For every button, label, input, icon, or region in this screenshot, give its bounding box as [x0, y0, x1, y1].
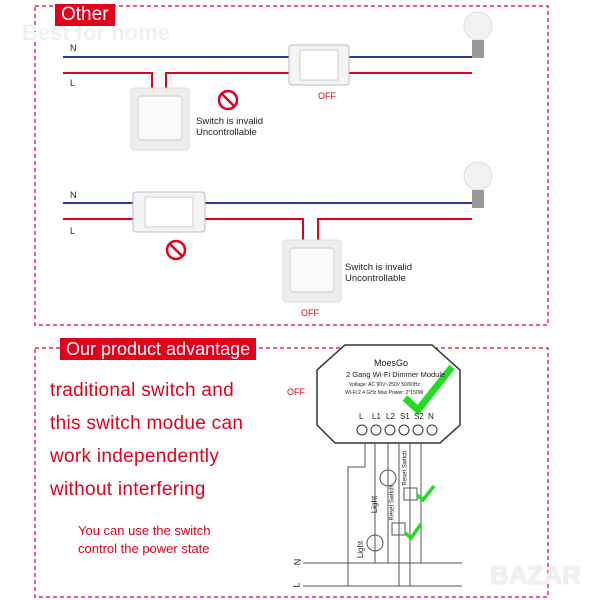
prohibited-icon	[217, 89, 239, 111]
off-label: OFF	[301, 308, 319, 318]
note-line: Switch is invalid	[196, 116, 264, 127]
prohibited-icon	[165, 239, 187, 261]
top-section-border	[34, 5, 549, 326]
advantage-line: without interfering	[50, 479, 206, 500]
advantage-line: this switch modue can	[50, 413, 244, 434]
neutral-label: N	[70, 190, 77, 200]
note-line: Uncontrollable	[196, 127, 257, 138]
light-label: Light	[356, 540, 366, 559]
live-wire	[63, 72, 153, 90]
live-label: L	[70, 226, 76, 236]
terminal-label: L	[359, 412, 364, 421]
watermark-logo: BAZAR	[490, 560, 581, 590]
dimmer-module	[316, 344, 461, 444]
check-icon	[403, 522, 423, 541]
advantage-line: work independently	[50, 446, 220, 467]
sub-line: You can use the switch	[78, 523, 211, 538]
note-line: Switch is invalid	[345, 262, 413, 273]
section-label-advantage: Our product advantage	[60, 338, 257, 360]
terminal-label: S1	[400, 412, 410, 421]
reset-switch-label: Reset Switch	[389, 485, 396, 521]
bottom-section-border	[34, 347, 549, 598]
module-brand: MoesGo	[374, 358, 409, 368]
terminal-label: L2	[386, 412, 395, 421]
terminal-label: N	[428, 412, 434, 421]
check-icon	[415, 484, 436, 503]
neutral-label: N	[70, 43, 77, 53]
module-name: 2 Gang Wi-Fi Dimmer Module	[346, 370, 446, 379]
bulb-icon	[463, 11, 493, 58]
module-spec: Voltage: AC 90V~250V 50/60Hz	[349, 382, 421, 388]
bulb-icon	[463, 161, 493, 208]
live-label: L	[70, 78, 76, 88]
reset-switch-label: Reset Switch	[402, 450, 409, 486]
off-label: OFF	[318, 91, 336, 101]
sub-line: control the power state	[78, 541, 210, 556]
check-icon	[402, 364, 455, 416]
section-label-other: Other	[55, 4, 115, 26]
terminal-label: L1	[372, 412, 381, 421]
note-line: Uncontrollable	[345, 273, 406, 284]
live-wire	[205, 218, 304, 240]
off-label: OFF	[287, 387, 305, 397]
live-label: L	[291, 582, 302, 588]
neutral-label: N	[292, 558, 303, 566]
live-wire	[165, 72, 472, 90]
terminal-label: S2	[414, 412, 424, 421]
light-label: Light	[370, 495, 380, 514]
module-spec: Wi-Fi:2.4 GHz Max Power: 2*150W	[345, 390, 424, 396]
live-wire	[317, 218, 472, 240]
advantage-line: traditional switch and	[50, 380, 235, 401]
